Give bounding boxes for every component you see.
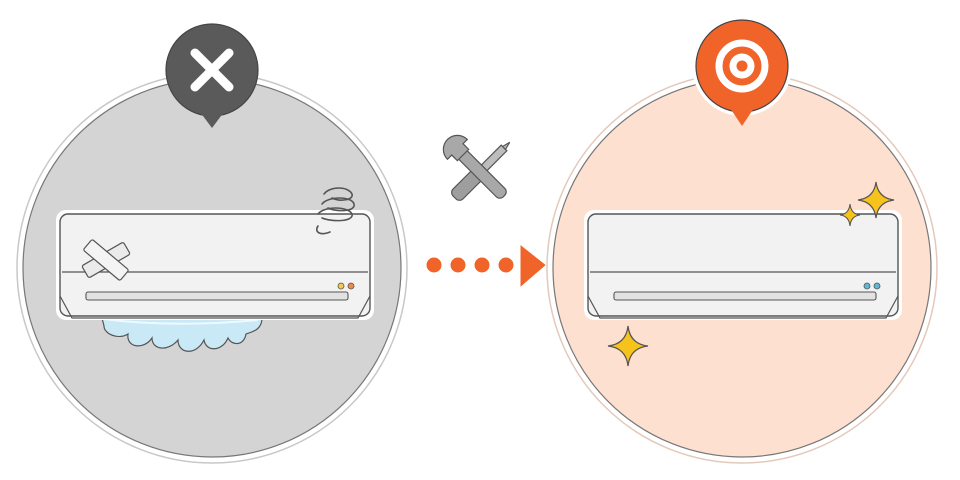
progress-dot [495, 254, 517, 276]
sparkle-icon [839, 203, 861, 227]
indicator-light-yellow [337, 282, 345, 290]
arrow-head-icon [517, 238, 551, 294]
water-leak [101, 317, 263, 352]
cross-badge-pointer [200, 112, 224, 128]
cross-mark-icon [190, 48, 234, 92]
double-circle-badge-pointer [730, 108, 754, 126]
progress-dot [471, 254, 493, 276]
indicator-light-blue [873, 282, 881, 290]
progress-dot [447, 254, 469, 276]
indicator-light-orange [347, 282, 355, 290]
indicator-light-blue [863, 282, 871, 290]
before-scene [16, 14, 408, 464]
clean-aircon-unit [584, 210, 902, 320]
bandage-tape-icon [81, 239, 131, 281]
sparkle-icon [607, 325, 649, 367]
sparkle-icon [857, 181, 895, 219]
after-scene [546, 16, 938, 464]
progress-dot [423, 254, 445, 276]
after-badge [692, 16, 792, 126]
before-badge [163, 14, 260, 128]
double-circle-icon [715, 39, 769, 93]
broken-aircon-unit [56, 210, 374, 320]
repair-tools-icon [442, 134, 511, 201]
smoke-swirl-icon [315, 187, 355, 235]
double-circle-badge [695, 19, 789, 113]
progress-dots [423, 254, 517, 276]
